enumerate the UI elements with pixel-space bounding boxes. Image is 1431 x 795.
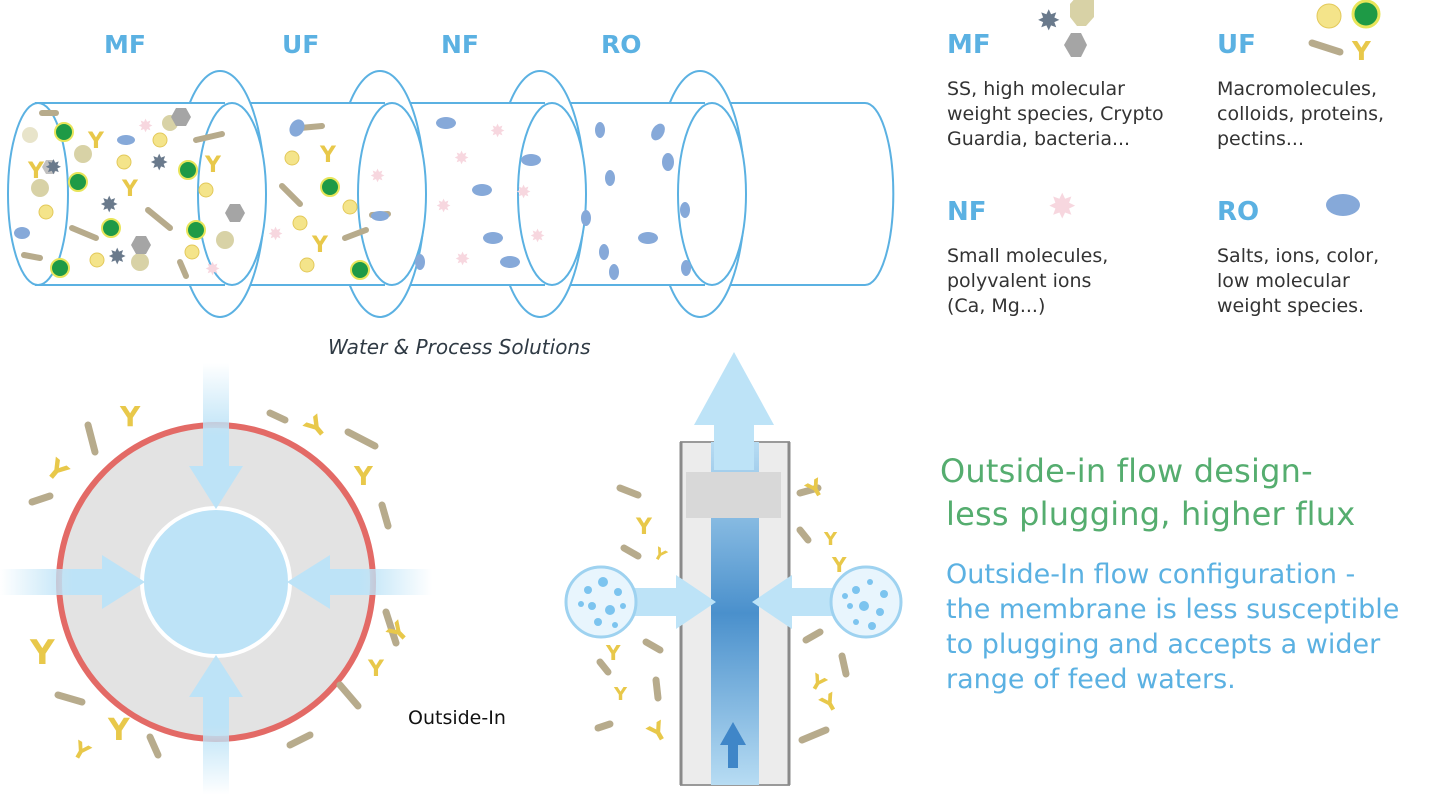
nf-legend-icon: ✸ bbox=[1048, 187, 1077, 227]
svg-text:Y: Y bbox=[831, 553, 847, 577]
svg-text:✸: ✸ bbox=[370, 166, 385, 187]
description-line-1: Outside-In flow configuration - bbox=[946, 559, 1356, 590]
svg-text:✸: ✸ bbox=[454, 148, 469, 169]
svg-text:Y: Y bbox=[367, 657, 385, 682]
legend-desc-mf: SS, high molecular weight species, Crypt… bbox=[947, 78, 1164, 150]
mf-legend-icon: ✸ bbox=[1037, 0, 1094, 57]
svg-text:✸: ✸ bbox=[268, 224, 283, 245]
svg-text:✸: ✸ bbox=[100, 193, 118, 218]
membrane-pipe bbox=[7, 70, 895, 318]
stage-label-uf: UF bbox=[282, 30, 320, 59]
legend-title-mf: MF bbox=[947, 30, 991, 60]
svg-text:✸: ✸ bbox=[490, 121, 505, 142]
svg-text:✸: ✸ bbox=[45, 155, 62, 179]
svg-text:Y: Y bbox=[39, 453, 74, 489]
svg-text:Y: Y bbox=[823, 529, 838, 550]
svg-text:✸: ✸ bbox=[516, 182, 531, 203]
svg-text:Y: Y bbox=[119, 400, 141, 433]
svg-text:✸: ✸ bbox=[530, 226, 545, 247]
svg-text:Y: Y bbox=[635, 515, 653, 540]
description-line-4: range of feed waters. bbox=[946, 664, 1236, 695]
particles-mf: ✸ ✸ ✸ ✸ Y Y Y Y Y Y bbox=[22, 108, 370, 280]
caption: Water & Process Solutions bbox=[328, 335, 591, 359]
legend-title-uf: UF bbox=[1217, 30, 1256, 60]
ro-legend-icon bbox=[1326, 194, 1360, 216]
particles-uf bbox=[38, 132, 358, 273]
stage-label-mf: MF bbox=[104, 30, 146, 59]
svg-text:Y: Y bbox=[642, 716, 672, 750]
svg-text:Y: Y bbox=[319, 143, 337, 168]
svg-text:Y: Y bbox=[204, 153, 222, 178]
svg-text:Y: Y bbox=[121, 177, 139, 202]
svg-text:Y: Y bbox=[613, 684, 628, 705]
legend-desc-uf: Macromolecules, colloids, proteins, pect… bbox=[1217, 78, 1385, 150]
svg-text:✸: ✸ bbox=[455, 249, 470, 270]
legend-desc-ro: Salts, ions, color, low molecular weight… bbox=[1217, 245, 1380, 317]
svg-text:Y: Y bbox=[29, 633, 55, 673]
svg-text:Y: Y bbox=[802, 474, 830, 505]
svg-text:Y: Y bbox=[66, 737, 94, 768]
legend-title-nf: NF bbox=[947, 197, 987, 227]
particles-ro bbox=[14, 117, 691, 280]
hollow-fiber-diagram: Y Y Y Y Y Y Y Y Y Y bbox=[564, 352, 903, 786]
svg-text:Y: Y bbox=[27, 159, 45, 184]
svg-text:✸: ✸ bbox=[1037, 4, 1060, 37]
svg-text:Y: Y bbox=[816, 689, 844, 720]
headline-line-2: less plugging, higher flux bbox=[946, 495, 1356, 533]
outside-in-cross-section: Y Y Y Y Y Y Y Y Y bbox=[0, 363, 432, 795]
uf-legend-icon: Y bbox=[1308, 0, 1381, 67]
outside-in-label: Outside-In bbox=[408, 707, 506, 729]
svg-text:✸: ✸ bbox=[205, 259, 220, 280]
svg-text:Y: Y bbox=[311, 233, 329, 258]
svg-text:Y: Y bbox=[605, 641, 621, 665]
description-line-3: to plugging and accepts a wider bbox=[946, 629, 1381, 660]
svg-text:Y: Y bbox=[649, 543, 670, 566]
svg-text:✸: ✸ bbox=[436, 196, 451, 217]
svg-text:✸: ✸ bbox=[108, 245, 126, 270]
svg-text:✸: ✸ bbox=[150, 151, 168, 176]
particles-nf: ✸ ✸ ✸ ✸ ✸ ✸ ✸ ✸ ✸ ✸ bbox=[138, 116, 545, 280]
svg-text:Y: Y bbox=[107, 713, 131, 748]
svg-text:Y: Y bbox=[87, 129, 105, 154]
description-line-2: the membrane is less susceptible bbox=[946, 594, 1400, 625]
svg-text:Y: Y bbox=[1351, 37, 1372, 67]
headline-line-1: Outside-in flow design- bbox=[940, 452, 1313, 490]
legend-desc-nf: Small molecules, polyvalent ions (Ca, Mg… bbox=[947, 245, 1109, 317]
svg-text:✸: ✸ bbox=[1048, 187, 1077, 227]
stage-label-nf: NF bbox=[441, 30, 480, 59]
legend-title-ro: RO bbox=[1217, 197, 1260, 227]
svg-text:Y: Y bbox=[299, 410, 334, 446]
svg-text:Y: Y bbox=[353, 462, 374, 492]
svg-text:✸: ✸ bbox=[138, 116, 153, 137]
stage-label-ro: RO bbox=[601, 30, 642, 59]
